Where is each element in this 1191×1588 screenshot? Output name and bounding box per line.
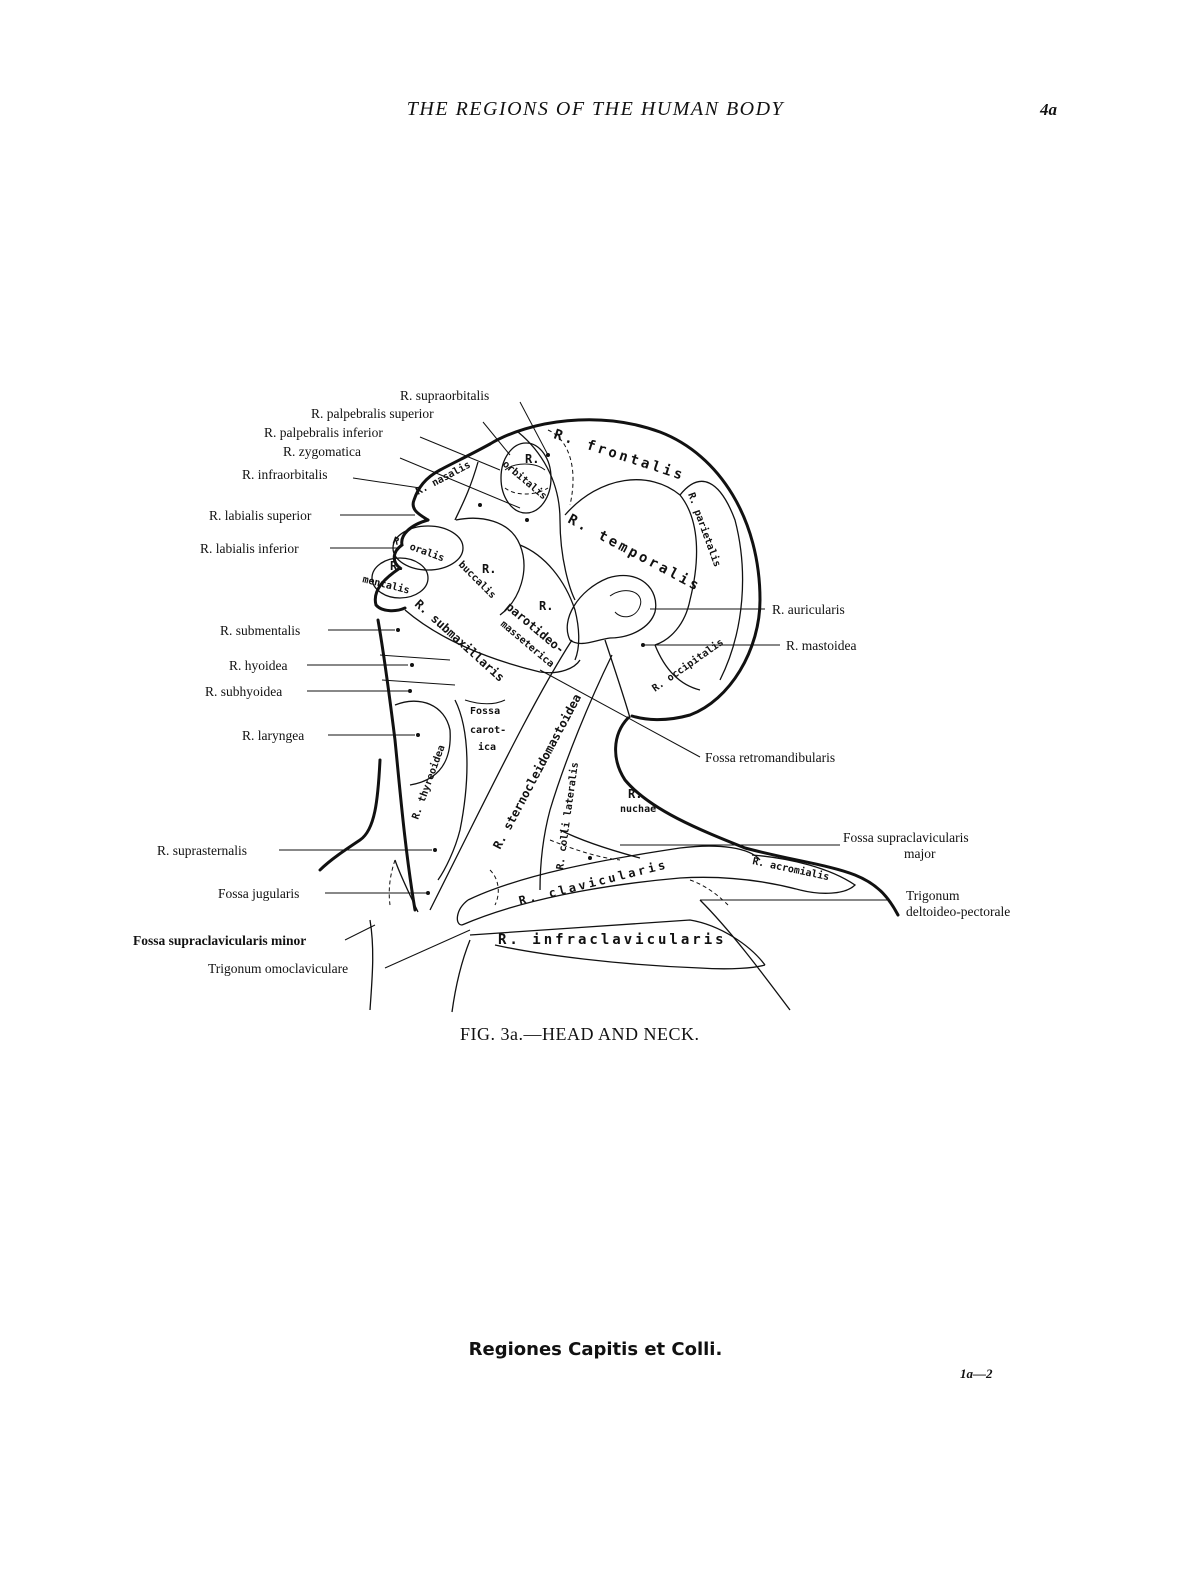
label-fossa-supraclavicularis-minor: Fossa supraclavicularis minor [133, 933, 306, 948]
label-labialis-superior: R. labialis superior [209, 508, 312, 523]
label-trigonum-deltoideo-2: deltoideo-pectorale [906, 904, 1010, 919]
label-fossa-retromandibularis: Fossa retromandibularis [705, 750, 835, 765]
label-zygomatica: R. zygomatica [283, 444, 361, 459]
neck-front-outline [378, 620, 415, 910]
region-boundaries [370, 430, 855, 1012]
region-submaxillaris: R. submaxillaris [412, 597, 507, 685]
region-parotideo-r: R. [539, 599, 553, 613]
region-orbitalis-r: R. [525, 452, 539, 466]
label-subhyoidea: R. subhyoidea [205, 684, 282, 699]
label-fossa-jugularis: Fossa jugularis [218, 886, 299, 901]
region-nuchae: nuchae [620, 804, 656, 815]
label-auricularis: R. auricularis [772, 602, 845, 617]
label-fossa-supraclavicularis-major-2: major [904, 846, 936, 861]
label-trigonum-omoclaviculare: Trigonum omoclaviculare [208, 961, 348, 976]
region-nasalis: R. nasalis [414, 459, 473, 498]
label-fossa-supraclavicularis-major-1: Fossa supraclavicularis [843, 830, 969, 845]
label-palpebralis-superior: R. palpebralis superior [311, 406, 434, 421]
region-fossa-carotica-1: Fossa [470, 706, 500, 717]
region-temporalis: R. temporalis [565, 511, 704, 595]
region-parietalis: R. parietalis [685, 491, 723, 569]
region-thyreoidea: R. thyreoidea [410, 743, 448, 821]
label-mastoidea: R. mastoidea [786, 638, 857, 653]
plate-title: Regiones Capitis et Colli. [0, 1339, 1191, 1360]
region-mentalis: mentalis [361, 573, 411, 596]
figure-caption: FIG. 3a.—HEAD AND NECK. [460, 1024, 760, 1045]
label-supraorbitalis: R. supraorbitalis [400, 388, 489, 403]
label-suprasternalis: R. suprasternalis [157, 843, 247, 858]
label-laryngea: R. laryngea [242, 728, 304, 743]
label-submentalis: R. submentalis [220, 623, 300, 638]
label-infraorbitalis: R. infraorbitalis [242, 467, 327, 482]
region-fossa-carotica-3: ica [478, 741, 496, 753]
plate-code: 1a—2 [960, 1366, 993, 1382]
region-fossa-carotica-2: carot- [470, 725, 506, 736]
region-colli-lateralis: R. colli lateralis [554, 761, 581, 870]
region-nuchae-r: R. [628, 787, 642, 801]
label-palpebralis-inferior: R. palpebralis inferior [264, 425, 383, 440]
label-labialis-inferior: R. labialis inferior [200, 541, 299, 556]
nape-outline [616, 718, 898, 915]
region-buccalis-r: R. [482, 562, 496, 576]
region-infraclavicularis: R. infraclavicularis [498, 932, 727, 948]
label-trigonum-deltoideo-1: Trigonum [906, 888, 960, 903]
region-mentalis-r: R. [390, 559, 404, 573]
chest-outline [320, 760, 380, 870]
label-hyoidea: R. hyoidea [229, 658, 288, 673]
region-dots [396, 453, 645, 895]
